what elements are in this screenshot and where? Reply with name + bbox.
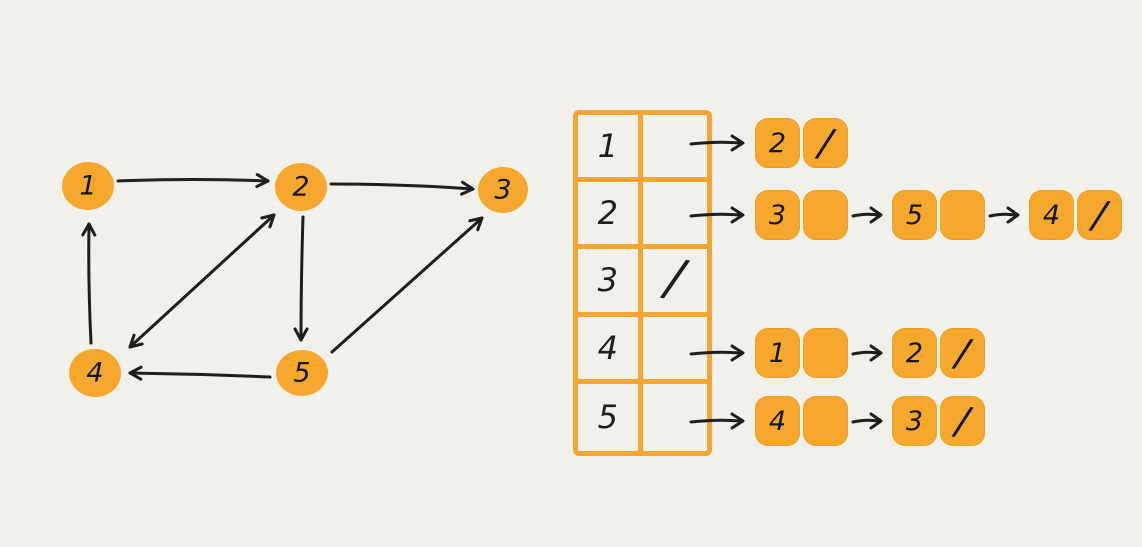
list-node: 1	[755, 328, 848, 378]
graph-node-1: 1	[62, 161, 114, 211]
list-node-pointer: /	[803, 118, 848, 168]
list-node-value: 1	[755, 328, 800, 378]
adjacency-row-5: 4 3 /	[688, 395, 985, 447]
list-node: 3	[755, 190, 848, 240]
table-pointer-cell-2	[642, 182, 707, 250]
node-label: 5	[293, 358, 310, 389]
node-circle	[62, 161, 114, 211]
list-node-value: 3	[755, 190, 800, 240]
list-node-pointer: /	[940, 396, 985, 446]
edge-2-5	[293, 215, 309, 342]
arrow-icon	[851, 412, 883, 430]
directed-graph: 1 2 3 4 5	[62, 161, 528, 398]
table-index-cell-3: 3	[578, 249, 643, 317]
arrow-icon	[851, 206, 883, 224]
list-node-pointer	[803, 396, 848, 446]
list-node-value: 3	[892, 396, 937, 446]
node-label: 4	[86, 358, 103, 389]
list-node-pointer	[940, 190, 985, 240]
edge-5-3	[330, 216, 484, 354]
table-pointer-cell-4	[642, 317, 707, 384]
table-pointer-cell-1	[642, 115, 707, 183]
node-circle	[69, 348, 121, 398]
list-node: 3 /	[892, 396, 985, 446]
table-pointer-cell-3: /	[642, 248, 707, 317]
node-circle	[478, 166, 528, 214]
graph-node-4: 4	[69, 348, 121, 398]
list-node-value: 4	[755, 396, 800, 446]
arrow-icon	[689, 134, 745, 152]
list-node-value: 2	[755, 118, 800, 168]
list-node: 4	[755, 396, 848, 446]
arrow-icon	[988, 206, 1020, 224]
adjacency-row-1: 2 /	[688, 117, 848, 169]
adjacency-row-4: 1 2 /	[688, 327, 985, 379]
adjacency-table: 1 2 3 / 4 5	[573, 110, 712, 456]
arrow-icon	[689, 412, 745, 430]
graph-node-3: 3	[478, 166, 528, 214]
table-index-cell-1: 1	[578, 115, 643, 183]
list-node-pointer	[803, 190, 848, 240]
list-node: 4 /	[1029, 190, 1122, 240]
list-node-value: 2	[892, 328, 937, 378]
edge-1-2	[116, 173, 270, 189]
list-node: 2 /	[755, 118, 848, 168]
arrow-icon	[851, 344, 883, 362]
list-node-value: 4	[1029, 190, 1074, 240]
node-circle	[275, 162, 327, 212]
edge-4-1	[81, 222, 97, 345]
null-slash-icon: /	[662, 248, 688, 309]
node-label: 3	[494, 175, 511, 206]
list-node-pointer: /	[1077, 190, 1122, 240]
list-node-value: 5	[892, 190, 937, 240]
null-slash-icon: /	[953, 398, 972, 444]
arrow-icon	[689, 206, 745, 224]
graph-node-5: 5	[276, 349, 328, 397]
graph-node-2: 2	[275, 162, 327, 212]
table-index-cell-5: 5	[578, 383, 643, 451]
table-index-cell-2: 2	[578, 182, 643, 250]
edge-5-4	[128, 365, 272, 381]
null-slash-icon: /	[1090, 192, 1109, 238]
arrow-icon	[689, 344, 745, 362]
node-circle	[276, 349, 328, 397]
adjacency-row-2: 3 5 4 /	[688, 189, 1122, 241]
null-slash-icon: /	[953, 330, 972, 376]
list-node: 2 /	[892, 328, 985, 378]
table-index-cell-4: 4	[578, 316, 643, 384]
list-node: 5	[892, 190, 985, 240]
edge-2-3	[329, 180, 475, 196]
node-label: 2	[292, 172, 309, 203]
null-slash-icon: /	[816, 120, 835, 166]
list-node-pointer: /	[940, 328, 985, 378]
node-label: 1	[79, 171, 96, 202]
list-node-pointer	[803, 328, 848, 378]
edge-4-2-bidirectional	[128, 213, 276, 349]
